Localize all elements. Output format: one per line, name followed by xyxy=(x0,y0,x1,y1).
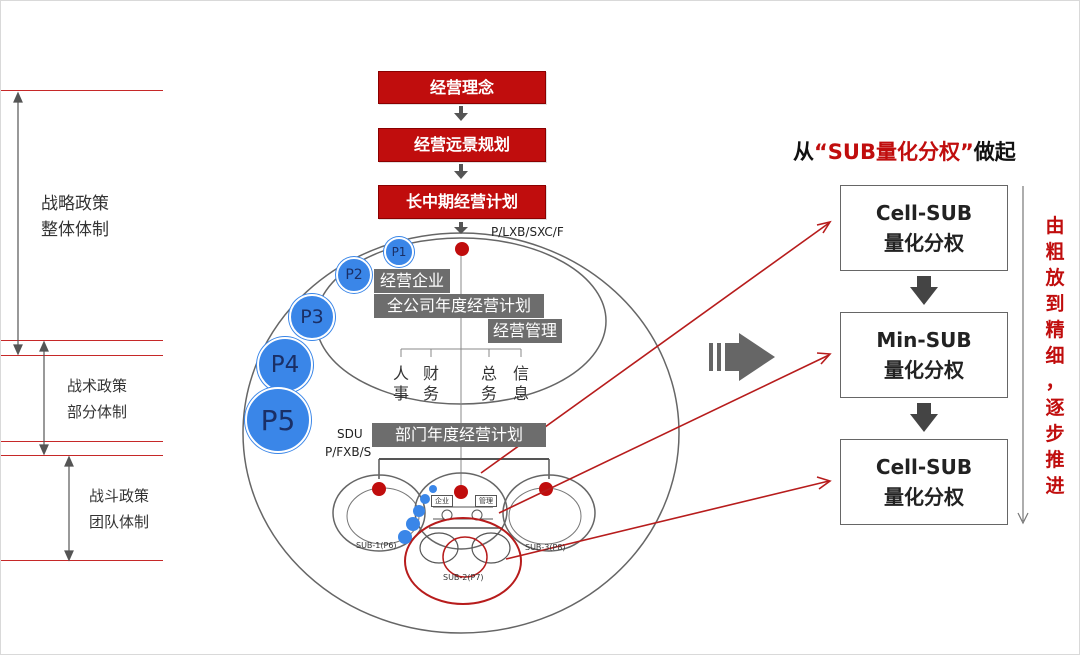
tier-line xyxy=(1,560,163,561)
function-information: 信息 xyxy=(512,364,529,403)
tier-strategy-label: 战略政策整体体制 xyxy=(41,194,109,240)
tier-span-arrows xyxy=(13,91,74,562)
p5-circle: P5 xyxy=(245,387,311,453)
tier-line xyxy=(1,340,163,341)
progression-vertical-text: 由粗放 到精细 ，逐步 推进 xyxy=(1045,215,1065,497)
p4-circle: P4 xyxy=(257,337,313,393)
sub3-label: SUB-3(P8) xyxy=(525,543,566,552)
mini-enterprise-label: 企业 xyxy=(431,495,453,507)
annual-plan-box: 全公司年度经营计划 xyxy=(374,294,544,318)
mini-management-label: 管理 xyxy=(475,495,497,507)
tier-line xyxy=(1,441,163,442)
management-box: 经营管理 xyxy=(488,319,562,343)
tier-line xyxy=(1,455,163,456)
flow-box-vision: 经营远景规划 xyxy=(378,128,546,162)
tier-tactics-label: 战术政策部分体制 xyxy=(67,377,128,421)
function-hr: 人事 xyxy=(392,364,409,403)
flow-box-philosophy: 经营理念 xyxy=(378,71,546,104)
right-heading: 从“SUB量化分权”做起 xyxy=(793,140,1016,164)
sub1-label: SUB-1(P6) xyxy=(356,541,397,550)
sdu-label: SDU xyxy=(337,427,363,441)
code-top-label: P/LXB/SXC/F xyxy=(491,225,564,239)
enterprise-box: 经营企业 xyxy=(374,269,450,293)
tier-line xyxy=(1,355,163,356)
tier-combat-label: 战斗政策团队体制 xyxy=(89,487,150,531)
code-mid-label: P/FXB/S xyxy=(325,445,372,459)
p3-circle: P3 xyxy=(289,294,335,340)
function-finance: 财务 xyxy=(422,364,439,403)
function-general-affairs: 总务 xyxy=(480,364,497,403)
p2-circle: P2 xyxy=(336,257,372,293)
p1-circle: P1 xyxy=(384,237,414,267)
sub2-label: SUB-2(P7) xyxy=(443,573,484,582)
flow-box-long-plan: 长中期经营计划 xyxy=(378,185,546,219)
dept-plan-box: 部门年度经营计划 xyxy=(372,423,546,447)
tier-line xyxy=(1,90,163,91)
